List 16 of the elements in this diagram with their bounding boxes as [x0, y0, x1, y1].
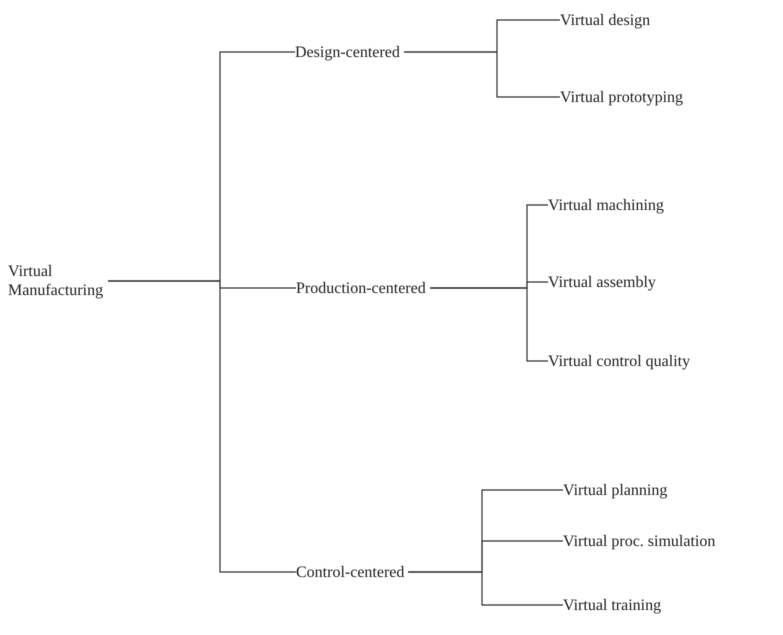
tree-node-label: Virtual planning	[563, 478, 672, 502]
tree-node-label: Design-centered	[295, 40, 404, 64]
tree-node-label: Virtual training	[563, 593, 666, 617]
tree-node-label: Virtual design	[560, 8, 654, 32]
tree-connector	[430, 287, 548, 362]
tree-connector	[108, 280, 296, 573]
tree-connector	[404, 51, 560, 98]
tree-node-label: Production-centered	[296, 276, 430, 300]
tree-node-label: Virtual assembly	[548, 270, 660, 294]
tree-node-label: Control-centered	[296, 560, 408, 584]
tree-node-label: Virtual prototyping	[560, 85, 688, 109]
tree-connector	[408, 571, 563, 606]
tree-node-label: Virtual machining	[548, 193, 668, 217]
tree-node-label: Virtual control quality	[548, 349, 694, 373]
tree-node-label: Virtual proc. simulation	[563, 529, 720, 553]
tree-node-label: Virtual Manufacturing	[8, 259, 108, 303]
